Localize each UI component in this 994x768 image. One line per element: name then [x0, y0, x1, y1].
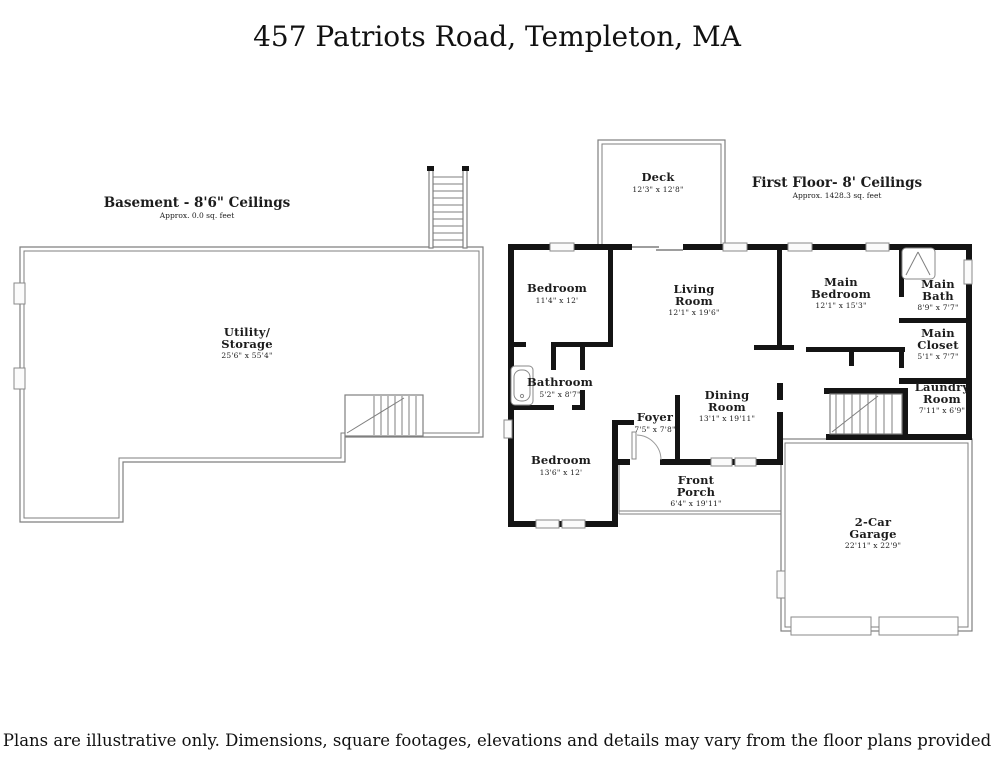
wall-segment: [902, 388, 908, 440]
first-floor-heading-text: First Floor- 8' Ceilings: [751, 175, 923, 191]
room-label-dining-room: Dining Room 13'1" x 19'11": [698, 388, 756, 423]
room-label-bathroom: Bathroom 5'2" x 8'7": [526, 375, 594, 399]
disclaimer-text: Plans are illustrative only. Dimensions,…: [2, 731, 992, 750]
window: [549, 242, 575, 252]
windows: [503, 242, 973, 529]
wall-segment: [777, 440, 783, 465]
room-label-living-room: Living Room 12'1" x 19'6": [668, 282, 720, 317]
basement-staircase: [344, 394, 424, 437]
window: [503, 419, 513, 439]
wall-segment: [899, 378, 972, 384]
room-label-main-bath: Main Bath 8'9" x 7'7": [917, 277, 959, 312]
wall-segment: [826, 434, 972, 440]
page-title: 457 Patriots Road, Templeton, MA: [253, 20, 741, 53]
basement-exterior-stairs: [427, 166, 469, 249]
garage-outline: [780, 438, 973, 632]
room-label-bedroom-top: Bedroom 11'4" x 12': [526, 281, 588, 305]
window: [865, 242, 890, 252]
room-label-bedroom-bottom: Bedroom 13'6" x 12': [530, 453, 592, 477]
wall-segment: [618, 420, 634, 425]
first-floor-sqft-text: Approx. 1428.3 sq. feet: [792, 191, 882, 200]
room-label-front-porch: Front Porch 6'4" x 19'11": [670, 473, 722, 508]
first-floor-heading: First Floor- 8' Ceilings Approx. 1428.3 …: [752, 176, 922, 200]
wall-segment: [551, 342, 613, 347]
wall-segment: [966, 244, 972, 440]
deck-outline: [597, 139, 726, 249]
wall-segment: [754, 345, 794, 350]
basement-outline: [19, 246, 484, 523]
room-label-laundry-room: Laundry Room 7'11" x 6'9": [914, 380, 970, 415]
front-door: [630, 431, 662, 466]
garage-door: [878, 616, 959, 636]
wall-segment: [777, 247, 782, 350]
wall-segment: [508, 405, 554, 410]
basement-heading: Basement - 8'6" Ceilings Approx. 0.0 sq.…: [104, 196, 291, 220]
wall-segment: [806, 347, 905, 352]
wall-segment: [514, 342, 526, 347]
wall-segment: [572, 405, 585, 410]
garage-door: [790, 616, 872, 636]
front-porch-outline: [618, 465, 781, 515]
window: [535, 519, 560, 529]
wall-segment: [580, 390, 585, 410]
basement-windows: [13, 282, 26, 390]
wall-segment: [612, 459, 783, 465]
window: [722, 242, 748, 252]
wall-segment: [777, 412, 783, 440]
wall-segment: [675, 395, 680, 462]
window: [963, 259, 973, 285]
wall-segment: [608, 250, 613, 347]
basement-sqft-text: Approx. 0.0 sq. feet: [159, 211, 235, 220]
wall-segment: [580, 347, 585, 370]
room-label-main-closet: Main Closet 5'1" x 7'7": [917, 326, 959, 361]
wall-segment: [899, 350, 904, 368]
bathtub: [510, 365, 534, 406]
window: [13, 367, 26, 390]
wall-segment: [849, 352, 854, 366]
window: [734, 457, 757, 467]
garage-doors: [776, 570, 959, 636]
window: [13, 282, 26, 305]
room-label-utility-storage: Utility/ Storage 25'6" x 55'4": [221, 325, 273, 360]
first-floor-staircase: [829, 393, 903, 435]
window: [710, 457, 733, 467]
room-label-deck: Deck 12'3" x 12'8": [632, 170, 684, 194]
window: [787, 242, 813, 252]
room-label-foyer: Foyer 7'5" x 7'8": [634, 410, 676, 434]
room-label-main-bedroom: Main Bedroom 12'1" x 15'3": [810, 275, 872, 310]
basement-plan: [13, 166, 484, 523]
window: [561, 519, 586, 529]
wall-segment: [551, 347, 556, 370]
wall-segment: [777, 383, 783, 400]
deck-slider-door: [632, 243, 683, 252]
shower: [901, 247, 936, 280]
wall-segment: [899, 318, 972, 323]
wall-segment: [824, 388, 908, 394]
wall-segment: [612, 420, 618, 527]
room-label-garage: 2-Car Garage 22'11" x 22'9": [844, 515, 902, 550]
basement-heading-text: Basement - 8'6" Ceilings: [103, 195, 291, 211]
window: [776, 570, 786, 599]
